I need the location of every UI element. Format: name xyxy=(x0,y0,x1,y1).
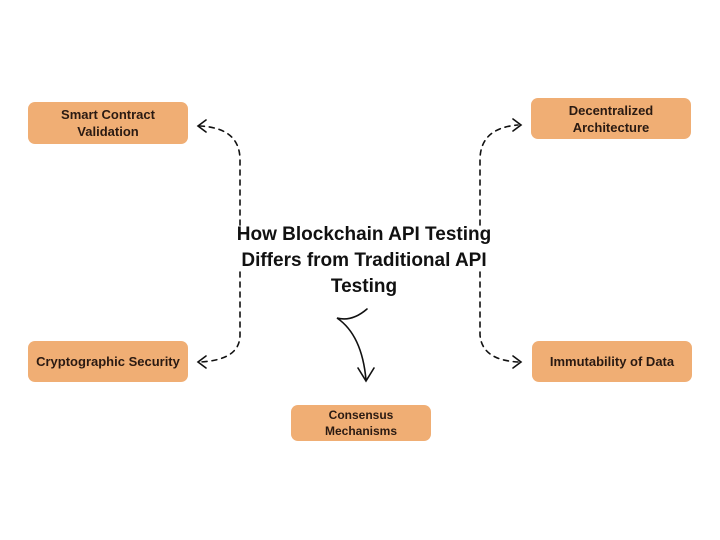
node-label: Smart Contract Validation xyxy=(61,107,155,139)
arrowhead-immutability-icon xyxy=(512,355,523,369)
diagram-title: How Blockchain API Testing Differs from … xyxy=(222,222,506,300)
arrowhead-smart-contract-icon xyxy=(196,119,207,133)
title-line-2: Differs from Traditional API xyxy=(241,250,487,271)
arrowhead-decentralized-icon xyxy=(512,118,523,132)
node-decentralized-architecture: Decentralized Architecture xyxy=(531,98,691,139)
connector-to-consensus xyxy=(336,308,368,381)
node-label: Cryptographic Security xyxy=(36,354,180,369)
node-consensus-mechanisms: Consensus Mechanisms xyxy=(291,405,431,441)
node-cryptographic-security: Cryptographic Security xyxy=(28,341,188,382)
node-immutability-of-data: Immutability of Data xyxy=(532,341,692,382)
arrowhead-consensus-icon xyxy=(357,367,375,383)
node-label: Immutability of Data xyxy=(549,354,675,369)
title-line-1: How Blockchain API Testing xyxy=(236,224,492,245)
node-smart-contract-validation: Smart Contract Validation xyxy=(28,102,188,144)
connector-to-decentralized xyxy=(479,124,519,226)
connector-to-cryptographic xyxy=(199,271,241,363)
arrowhead-cryptographic-icon xyxy=(196,355,207,369)
connector-to-smart-contract xyxy=(199,125,241,226)
node-label: Decentralized Architecture xyxy=(568,102,654,135)
connector-to-immutability xyxy=(479,271,519,363)
node-label: Consensus Mechanisms xyxy=(324,408,398,438)
title-line-3: Testing xyxy=(330,276,398,297)
